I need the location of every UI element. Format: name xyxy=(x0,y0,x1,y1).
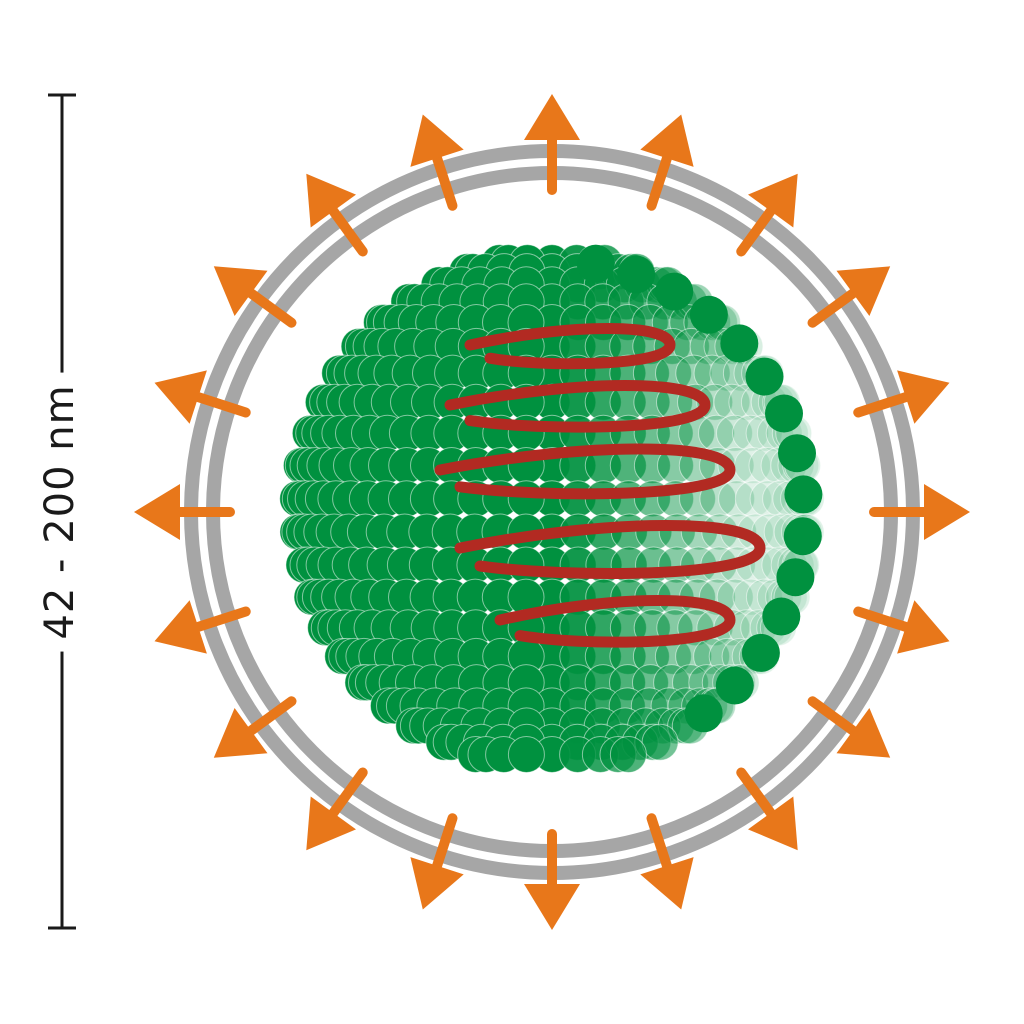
capsomer xyxy=(720,324,759,363)
spike-icon xyxy=(154,600,251,654)
capsomer xyxy=(617,255,656,294)
capsomer xyxy=(716,414,753,452)
spike-icon xyxy=(736,173,798,257)
nucleic-acid-coil xyxy=(434,443,736,500)
scale-label: 42 - 200 nm xyxy=(37,372,83,652)
spike-icon xyxy=(807,696,891,758)
capsomer xyxy=(641,723,679,761)
spike-icon xyxy=(213,266,297,328)
capsomer xyxy=(609,736,647,773)
spike-icon xyxy=(410,813,464,910)
capsomer xyxy=(778,434,816,473)
nucleic-acid-helix xyxy=(434,323,766,648)
capsomer xyxy=(762,597,801,636)
capsomer xyxy=(776,558,815,597)
spike-icon xyxy=(306,173,368,257)
spike-icon xyxy=(640,813,694,910)
capsomer xyxy=(507,480,545,518)
capsid-rim xyxy=(576,244,823,733)
spike-icon xyxy=(853,370,950,424)
capsomer xyxy=(693,354,731,392)
capsomer xyxy=(765,394,803,433)
spike-icon xyxy=(134,484,235,540)
capsomer xyxy=(689,295,728,334)
spike-icon xyxy=(306,767,368,851)
nucleic-acid-coil xyxy=(444,380,711,433)
spike-icon xyxy=(869,484,970,540)
capsomer xyxy=(576,244,615,283)
capsomer xyxy=(734,480,772,518)
capsomer xyxy=(655,272,694,311)
capsomer xyxy=(715,666,754,705)
spike-icon xyxy=(807,266,891,328)
spike-icon xyxy=(853,600,950,654)
nucleic-acid-coil xyxy=(454,520,766,579)
spike-icon xyxy=(736,767,798,851)
capsomer xyxy=(713,383,751,421)
capsomer xyxy=(741,633,780,672)
capsomer xyxy=(507,736,545,773)
nucleic-acid-coil xyxy=(494,595,736,648)
nucleic-acid-coil xyxy=(464,323,676,370)
glycoprotein-spikes xyxy=(134,94,970,930)
spike-icon xyxy=(524,94,580,195)
capsomer xyxy=(784,475,823,514)
spike-icon xyxy=(640,114,694,211)
spike-icon xyxy=(213,696,297,758)
capsomer xyxy=(718,480,756,518)
capsomer xyxy=(745,357,784,396)
spike-icon xyxy=(154,370,251,424)
capsomer xyxy=(684,694,723,733)
spike-icon xyxy=(410,114,464,211)
spike-icon xyxy=(524,829,580,930)
capsomer xyxy=(783,517,822,556)
